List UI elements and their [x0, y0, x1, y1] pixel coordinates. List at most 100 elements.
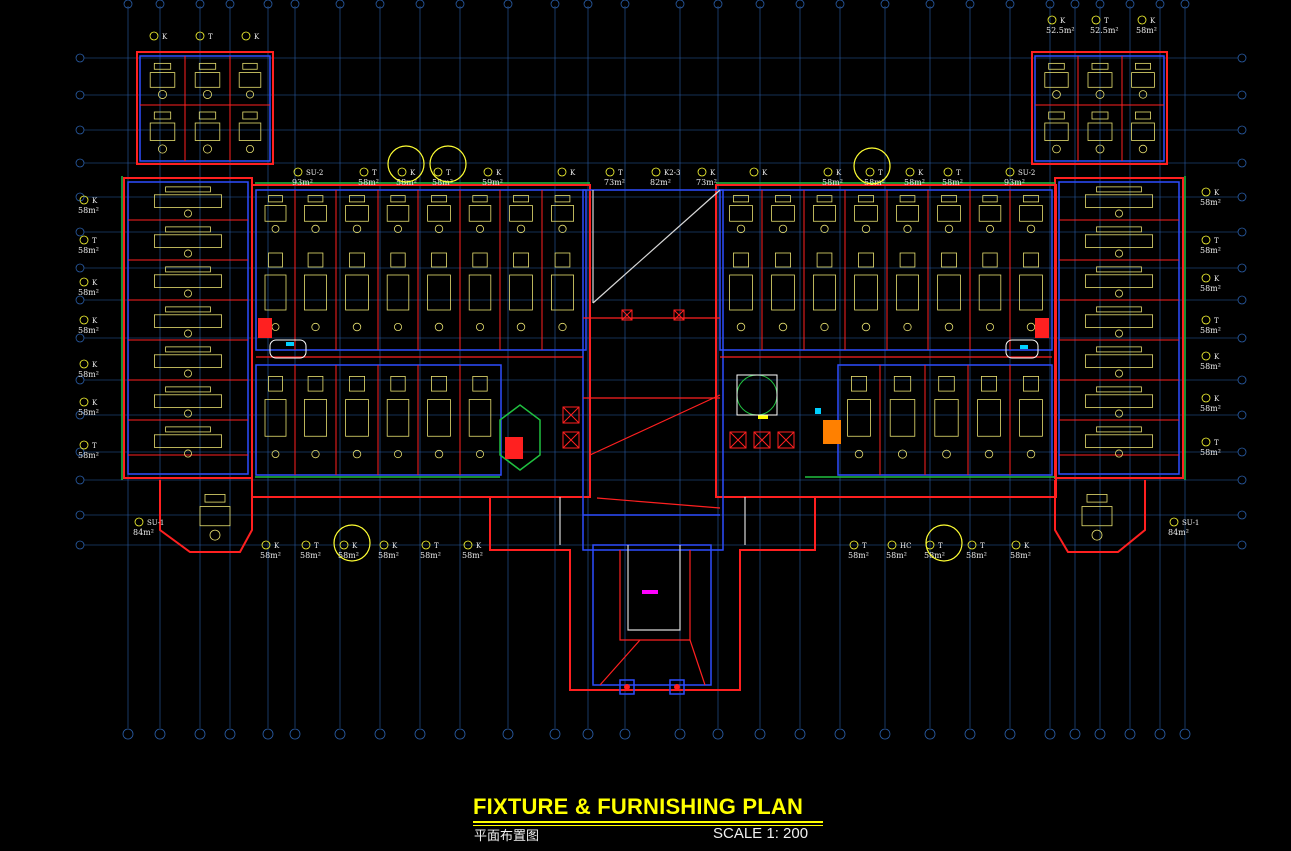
room-area: 52.5m² — [1046, 26, 1075, 35]
room-type-code: T — [862, 542, 867, 550]
room-type-code: K — [392, 542, 398, 550]
room-type-code: HC — [900, 542, 911, 550]
room-area: 58m² — [78, 206, 99, 215]
room-type-code: K — [410, 169, 416, 177]
room-area: 58m² — [78, 288, 99, 297]
room-area: 58m² — [1136, 26, 1157, 35]
room-area: 73m² — [604, 178, 625, 187]
room-type-code: T — [1104, 17, 1109, 25]
room-area: 58m² — [78, 326, 99, 335]
room-type-code: T — [1214, 317, 1219, 325]
room-type-code: T — [208, 33, 213, 41]
room-type-code: T — [92, 442, 97, 450]
room-area: 58m² — [1200, 198, 1221, 207]
west-block — [251, 184, 591, 498]
room-area: 73m² — [696, 178, 717, 187]
room-area: 58m² — [1200, 362, 1221, 371]
room-label: K — [749, 167, 768, 177]
room-area: 58m² — [1200, 448, 1221, 457]
lobby-marker — [642, 590, 658, 594]
room-area: 58m² — [864, 178, 885, 187]
room-area: 58m² — [942, 178, 963, 187]
room-type-code: K — [274, 542, 280, 550]
room-label: K52.5m² — [1046, 15, 1075, 35]
room-area: 58m² — [78, 370, 99, 379]
room-area: 58m² — [966, 551, 987, 560]
room-area: 58m² — [886, 551, 907, 560]
west-cloud-mark — [269, 339, 307, 359]
room-type-code: K — [92, 361, 98, 369]
room-type-code: T — [434, 542, 439, 550]
room-type-code: T — [1214, 439, 1219, 447]
east-block — [715, 184, 1057, 498]
east-cloud-mark — [1005, 339, 1039, 359]
room-area: 58m² — [1010, 551, 1031, 560]
room-type-code: SU-1 — [1182, 519, 1199, 527]
room-area: 58m² — [822, 178, 843, 187]
room-area: 52.5m² — [1090, 26, 1119, 35]
highlight-ring — [853, 147, 891, 185]
room-type-code: SU-1 — [147, 519, 164, 527]
room-type-code: K — [92, 399, 98, 407]
room-area: 58m² — [338, 551, 359, 560]
room-type-code: K — [254, 33, 260, 41]
highlight-ring — [429, 145, 467, 183]
room-type-code: K — [352, 542, 358, 550]
room-type-code: K — [1214, 275, 1220, 283]
room-type-code: K — [710, 169, 716, 177]
room-area: 93m² — [292, 178, 313, 187]
south-west-bay — [159, 480, 253, 553]
room-area: 58m² — [1200, 246, 1221, 255]
room-type-code: K — [92, 197, 98, 205]
drawing-title-chinese: 平面布置图 — [474, 829, 540, 844]
room-type-code: K — [1150, 17, 1156, 25]
room-type-code: K — [496, 169, 502, 177]
room-area: 82m² — [650, 178, 671, 187]
room-type-code: K — [570, 169, 576, 177]
south-east-bay — [1054, 480, 1146, 553]
room-area: 58m² — [904, 178, 925, 187]
room-type-code: K — [92, 317, 98, 325]
room-type-code: K — [92, 279, 98, 287]
room-area: 58m² — [358, 178, 379, 187]
room-area: 58m² — [1200, 284, 1221, 293]
room-area: 58m² — [378, 551, 399, 560]
room-type-code: K — [476, 542, 482, 550]
room-area: 58m² — [300, 551, 321, 560]
room-area: 58m² — [432, 178, 453, 187]
room-type-code: K — [1214, 395, 1220, 403]
drawing-scale: SCALE 1: 200 — [713, 825, 809, 842]
room-type-code: T — [980, 542, 985, 550]
room-type-code: T — [314, 542, 319, 550]
room-area: 58m² — [1200, 326, 1221, 335]
room-area: 58m² — [78, 408, 99, 417]
highlight-ring — [925, 524, 963, 562]
room-area: 58m² — [260, 551, 281, 560]
room-area: 58m² — [462, 551, 483, 560]
room-type-code: SU-2 — [306, 169, 323, 177]
east-wing — [1054, 177, 1184, 479]
